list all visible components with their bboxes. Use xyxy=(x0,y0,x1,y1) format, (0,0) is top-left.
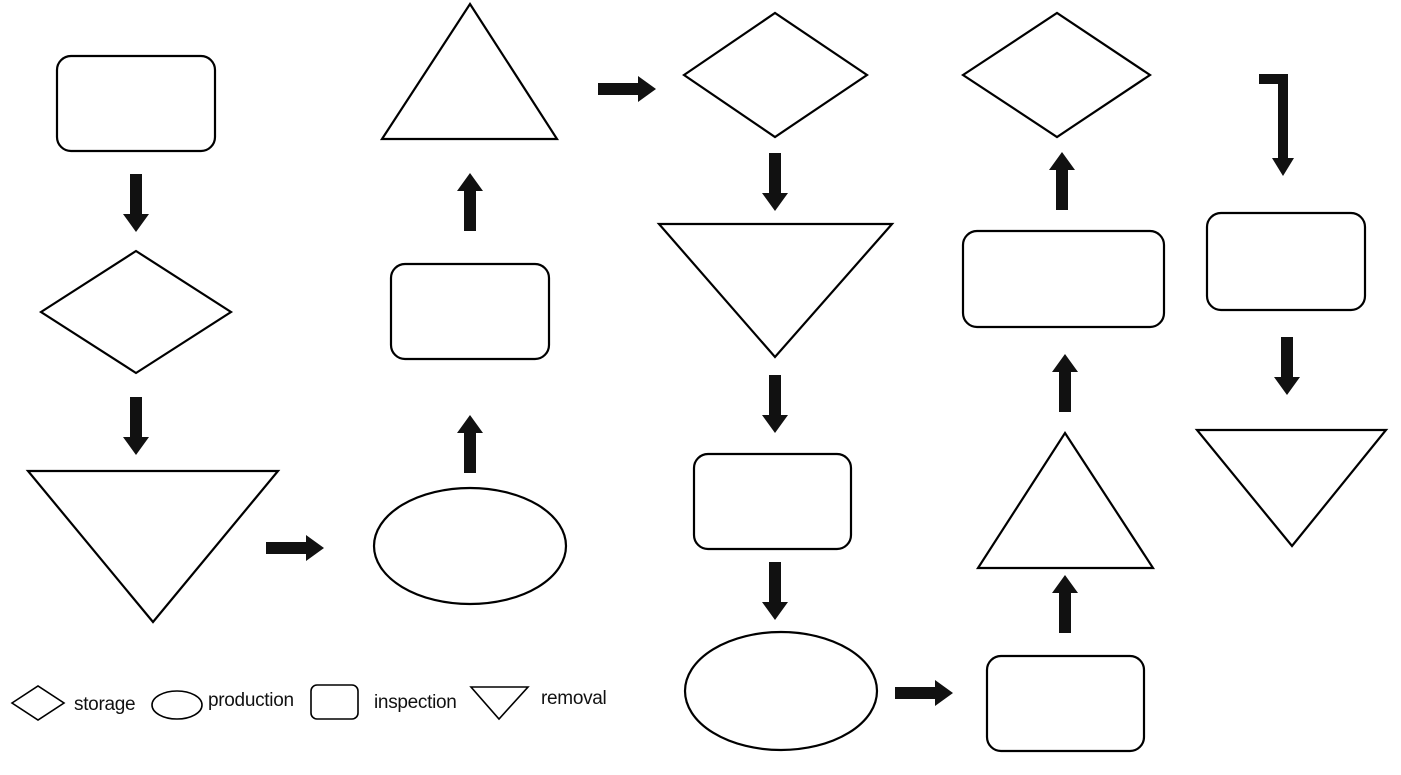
legend-storage-label: storage xyxy=(74,694,136,715)
arrow-right-3 xyxy=(895,680,953,706)
removal-shape-1 xyxy=(25,469,281,624)
arrow-up-3 xyxy=(1052,575,1078,633)
inspection-shape-1 xyxy=(55,54,217,153)
inspection-shape-5 xyxy=(961,229,1166,329)
legend-storage-icon xyxy=(10,685,66,721)
arrow-down-5 xyxy=(762,562,788,620)
storage-shape-3 xyxy=(961,11,1152,139)
triangle-shape-1 xyxy=(379,1,560,141)
bent-arrow xyxy=(1259,74,1294,176)
arrow-down-6 xyxy=(1274,337,1300,395)
triangle-shape-2 xyxy=(975,430,1156,570)
inspection-shape-2 xyxy=(389,262,551,361)
production-shape-2 xyxy=(683,630,879,752)
inspection-shape-4 xyxy=(985,654,1146,753)
arrow-up-2 xyxy=(457,173,483,231)
arrow-up-5 xyxy=(1049,152,1075,210)
arrow-right-1 xyxy=(266,535,324,561)
legend-inspection-icon xyxy=(310,684,359,720)
removal-shape-2 xyxy=(656,222,895,359)
arrow-down-2 xyxy=(123,397,149,455)
legend-production-icon xyxy=(151,690,203,720)
arrow-up-4 xyxy=(1052,354,1078,412)
arrow-down-4 xyxy=(762,375,788,433)
inspection-shape-3 xyxy=(692,452,853,551)
production-shape-1 xyxy=(372,486,568,606)
legend-removal-label: removal xyxy=(541,688,607,709)
arrow-down-3 xyxy=(762,153,788,211)
legend-inspection-label: inspection xyxy=(374,692,457,713)
legend-removal-icon xyxy=(469,686,530,721)
arrow-right-2 xyxy=(598,76,656,102)
legend-production-label: production xyxy=(208,690,294,711)
arrow-up-1 xyxy=(457,415,483,473)
inspection-shape-6 xyxy=(1205,211,1367,312)
arrow-down-1 xyxy=(123,174,149,232)
storage-shape-1 xyxy=(38,249,234,375)
storage-shape-2 xyxy=(682,11,869,139)
removal-shape-3 xyxy=(1194,428,1389,548)
